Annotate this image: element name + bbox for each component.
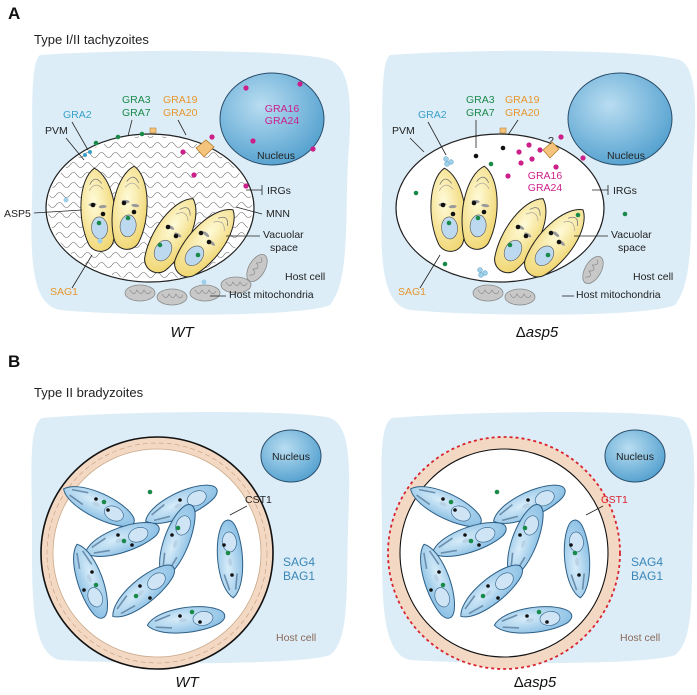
nucleus-wt-b <box>260 429 322 483</box>
label-hostmito-wt: Host mitochondria <box>229 289 314 301</box>
label-vacuolar-mut: Vacuolar <box>611 229 652 241</box>
label-sag4-mut: SAG4 <box>631 555 663 569</box>
label-gra20-mut: GRA20 <box>505 107 540 119</box>
label-nucleus-wt-b: Nucleus <box>272 451 310 463</box>
panel-a-mutant: Nucleus GRA2 G <box>381 50 696 315</box>
panel-b-mutant: Nucleus CST1 SAG4 BAG1 Host cell <box>381 412 695 670</box>
panel-b-title: Type II bradyzoites <box>34 385 144 400</box>
panel-b-wt: Nucleus CST1 SAG4 BAG1 Host cell <box>31 412 350 670</box>
label-bag1-mut: BAG1 <box>631 569 663 583</box>
label-gra19-mut: GRA19 <box>505 94 540 106</box>
genotype-mut-b: Δasp5 <box>514 674 557 691</box>
label-cst1-wt: CST1 <box>245 494 272 506</box>
label-gra16-mut: GRA16 <box>528 170 563 182</box>
label-irgs-wt: IRGs <box>267 185 291 197</box>
label-cst1-mut: CST1 <box>601 494 628 506</box>
nucleus-mut-a <box>567 72 673 166</box>
label-space-wt: space <box>270 242 298 254</box>
label-gra20-wt: GRA20 <box>163 107 198 119</box>
label-vacuolar-wt: Vacuolar <box>263 229 304 241</box>
label-pvm-mut: PVM <box>392 125 415 137</box>
genotype-wt-a: WT <box>170 324 195 341</box>
label-gra2-wt: GRA2 <box>63 109 92 121</box>
panel-a-wt: GRA16 GRA24 Nucleus GRA2 <box>4 50 351 315</box>
panel-a-title: Type I/II tachyzoites <box>34 32 149 47</box>
label-question: ? <box>548 135 554 147</box>
label-bag1-wt: BAG1 <box>283 569 315 583</box>
label-hostcell-mut-a: Host cell <box>633 271 673 283</box>
label-sag4-wt: SAG4 <box>283 555 315 569</box>
nucleus-mut-b <box>604 429 666 483</box>
nucleus-wt-a <box>219 72 325 166</box>
label-hostmito-mut: Host mitochondria <box>576 289 661 301</box>
label-asp5: ASP5 <box>4 208 31 220</box>
label-pvm-wt: PVM <box>45 125 68 137</box>
label-gra24-mut: GRA24 <box>528 182 563 194</box>
label-gra24-wt: GRA24 <box>265 115 300 127</box>
label-gra7-mut: GRA7 <box>466 107 495 119</box>
label-space-mut: space <box>618 242 646 254</box>
label-hostcell-mut-b: Host cell <box>620 632 660 644</box>
label-gra3-wt: GRA3 <box>122 94 151 106</box>
label-gra16-wt: GRA16 <box>265 103 300 115</box>
label-gra7-wt: GRA7 <box>122 107 151 119</box>
label-sag1-wt: SAG1 <box>50 286 78 298</box>
genotype-wt-b: WT <box>175 674 200 691</box>
label-gra3-mut: GRA3 <box>466 94 495 106</box>
panel-b-letter: B <box>8 352 20 371</box>
panel-a-letter: A <box>8 4 20 23</box>
label-gra19-wt: GRA19 <box>163 94 198 106</box>
label-nucleus-mut-b: Nucleus <box>616 451 654 463</box>
host-mito-1 <box>124 284 156 302</box>
label-nucleus-mut-a: Nucleus <box>607 150 645 162</box>
label-hostcell-wt-b: Host cell <box>276 632 316 644</box>
label-hostcell-wt-a: Host cell <box>285 271 325 283</box>
label-sag1-mut: SAG1 <box>398 286 426 298</box>
genotype-mut-a: Δasp5 <box>516 324 559 341</box>
label-nucleus-wt-a: Nucleus <box>257 150 295 162</box>
gra19-20-complex-wt <box>195 139 215 158</box>
label-irgs-mut: IRGs <box>613 185 637 197</box>
label-gra2-mut: GRA2 <box>418 109 447 121</box>
label-mnn: MNN <box>266 208 290 220</box>
